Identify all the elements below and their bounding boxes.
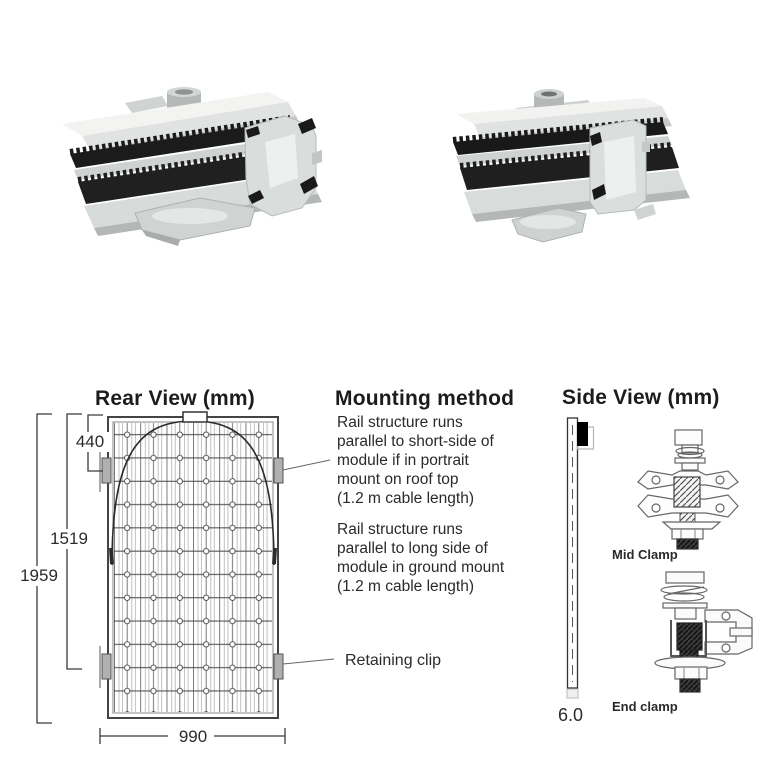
mid-clamp-diagram — [637, 429, 739, 550]
dim-1959-label: 1959 — [17, 566, 61, 586]
mounting-paragraph-1: Rail structure runs parallel to short-si… — [337, 414, 494, 507]
junction-box-side — [577, 422, 588, 446]
dim-440-label: 440 — [70, 432, 110, 452]
mid-clamp-label: Mid Clamp — [612, 547, 678, 562]
side-profile-drawing — [566, 417, 595, 699]
end-clamp-render — [452, 89, 690, 243]
mounting-paragraph-2: Rail structure runs parallel to long sid… — [337, 521, 505, 595]
mounting-method-title: Mounting method — [335, 387, 515, 410]
junction-box — [182, 411, 208, 423]
end-clamp-label: End clamp — [612, 699, 678, 714]
retaining-clip-label: Retaining clip — [345, 652, 442, 669]
dim-990-label: 990 — [172, 727, 214, 747]
rear-view-title: Rear View (mm) — [95, 387, 255, 410]
end-clamp-render-shapes — [452, 89, 690, 243]
side-view-title: Side View (mm) — [562, 386, 720, 409]
end-clamp-diagram — [654, 571, 753, 693]
mid-clamp-render — [62, 87, 322, 246]
dim-1519-label: 1519 — [47, 529, 91, 549]
leader-lines — [282, 459, 335, 665]
retaining-clips — [99, 450, 284, 688]
mid-clamp-render-shapes — [62, 87, 322, 246]
mid-clamp-parts — [637, 429, 739, 550]
module-thickness-label: 6.0 — [558, 705, 584, 725]
rear-view-drawing — [36, 411, 335, 744]
panel-outline — [107, 416, 279, 719]
end-clamp-parts — [654, 571, 753, 693]
module-side-profile — [566, 417, 595, 699]
